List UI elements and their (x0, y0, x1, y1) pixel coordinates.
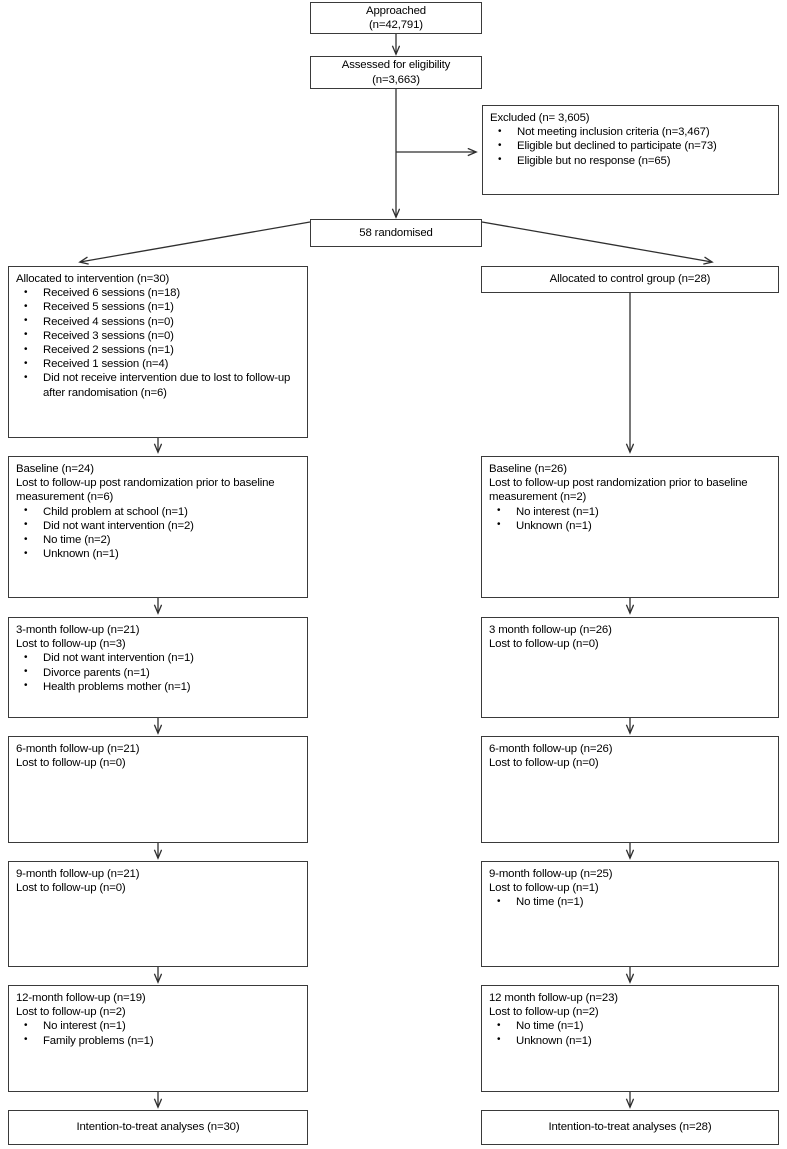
list-item: Received 6 sessions (n=18) (16, 286, 300, 300)
intervention-allocation-header: Allocated to intervention (n=30) (16, 273, 170, 285)
control-m6-header2: Lost to follow-up (n=0) (489, 757, 599, 770)
box-intervention-9-month: 9-month follow-up (n=21) Lost to follow-… (8, 861, 308, 967)
box-control-allocation: Allocated to control group (n=28) (481, 266, 779, 293)
link-randomised-to-control (481, 221, 712, 262)
control-m3-header2: Lost to follow-up (n=0) (489, 638, 599, 651)
list-item: Received 5 sessions (n=1) (16, 300, 300, 314)
control-m3-header1: 3 month follow-up (n=26) (489, 624, 612, 636)
list-item: No time (n=1) (489, 1019, 771, 1033)
box-randomised: 58 randomised (310, 219, 482, 247)
list-item: No time (n=1) (489, 895, 771, 909)
control-m9-header1: 9-month follow-up (n=25) (489, 868, 613, 880)
box-control-itt: Intention-to-treat analyses (n=28) (481, 1110, 779, 1145)
box-control-9-month: 9-month follow-up (n=25) Lost to follow-… (481, 861, 779, 967)
list-item: Child problem at school (n=1) (16, 504, 300, 519)
intervention-baseline-header1: Baseline (n=24) (16, 463, 94, 475)
list-item: Did not want intervention (n=1) (16, 651, 300, 665)
intervention-allocation-bullet-list: Received 6 sessions (n=18) Received 5 se… (16, 286, 300, 400)
box-intervention-allocation: Allocated to intervention (n=30) Receive… (8, 266, 308, 438)
control-m6-header1: 6-month follow-up (n=26) (489, 743, 613, 755)
list-item: Eligible but no response (n=65) (490, 153, 771, 168)
intervention-m12-bullet-list: No interest (n=1) Family problems (n=1) (16, 1019, 300, 1048)
intervention-m9-header2: Lost to follow-up (n=0) (16, 882, 126, 895)
intervention-m12-header2: Lost to follow-up (n=2) (16, 1006, 126, 1019)
list-item: Received 3 sessions (n=0) (16, 328, 300, 343)
approached-line2: (n=42,791) (369, 19, 423, 31)
list-item: Received 1 session (n=4) (16, 357, 300, 371)
assessed-line2: (n=3,663) (372, 73, 420, 86)
approached-line1: Approached (366, 4, 426, 17)
control-m12-header1: 12 month follow-up (n=23) (489, 992, 618, 1004)
box-assessed-for-eligibility: Assessed for eligibility (n=3,663) (310, 56, 482, 89)
box-control-baseline: Baseline (n=26) Lost to follow-up post r… (481, 456, 779, 598)
list-item: Health problems mother (n=1) (16, 679, 300, 694)
control-itt-label: Intention-to-treat analyses (n=28) (548, 1121, 712, 1134)
box-excluded: Excluded (n= 3,605) Not meeting inclusio… (482, 105, 779, 195)
link-randomised-to-intervention (80, 221, 311, 262)
intervention-itt-label: Intention-to-treat analyses (n=30) (76, 1121, 240, 1134)
list-item: No interest (n=1) (489, 504, 771, 519)
list-item: Unknown (n=1) (489, 518, 771, 533)
intervention-baseline-bullet-list: Child problem at school (n=1) Did not wa… (16, 504, 300, 562)
list-item: Eligible but declined to participate (n=… (490, 139, 771, 153)
control-m12-header2: Lost to follow-up (n=2) (489, 1006, 599, 1019)
intervention-m3-header1: 3-month follow-up (n=21) (16, 624, 140, 636)
assessed-line1: Assessed for eligibility (341, 59, 451, 72)
box-intervention-baseline: Baseline (n=24) Lost to follow-up post r… (8, 456, 308, 598)
list-item: Unknown (n=1) (16, 547, 300, 561)
intervention-m6-header1: 6-month follow-up (n=21) (16, 743, 140, 755)
intervention-m3-bullet-list: Did not want intervention (n=1) Divorce … (16, 651, 300, 694)
excluded-header: Excluded (n= 3,605) (490, 112, 590, 124)
control-m9-header2: Lost to follow-up (n=1) (489, 882, 599, 895)
box-intervention-itt: Intention-to-treat analyses (n=30) (8, 1110, 308, 1145)
list-item: Family problems (n=1) (16, 1033, 300, 1048)
excluded-bullet-list: Not meeting inclusion criteria (n=3,467)… (490, 125, 771, 168)
control-baseline-bullet-list: No interest (n=1) Unknown (n=1) (489, 504, 771, 533)
control-m9-bullet-list: No time (n=1) (489, 895, 771, 909)
intervention-m3-header2: Lost to follow-up (n=3) (16, 638, 126, 651)
list-item: Unknown (n=1) (489, 1033, 771, 1048)
list-item: Received 2 sessions (n=1) (16, 343, 300, 357)
list-item: No time (n=2) (16, 533, 300, 547)
intervention-m6-header2: Lost to follow-up (n=0) (16, 757, 126, 770)
control-allocation-header: Allocated to control group (n=28) (549, 273, 711, 286)
list-item: Did not receive intervention due to lost… (16, 371, 300, 399)
list-item: Received 4 sessions (n=0) (16, 314, 300, 329)
box-intervention-12-month: 12-month follow-up (n=19) Lost to follow… (8, 985, 308, 1092)
box-control-12-month: 12 month follow-up (n=23) Lost to follow… (481, 985, 779, 1092)
box-control-6-month: 6-month follow-up (n=26) Lost to follow-… (481, 736, 779, 843)
intervention-m12-header1: 12-month follow-up (n=19) (16, 992, 146, 1004)
control-baseline-header1: Baseline (n=26) (489, 463, 567, 475)
box-approached: Approached (n=42,791) (310, 2, 482, 34)
box-intervention-3-month: 3-month follow-up (n=21) Lost to follow-… (8, 617, 308, 718)
box-intervention-6-month: 6-month follow-up (n=21) Lost to follow-… (8, 736, 308, 843)
list-item: Did not want intervention (n=2) (16, 518, 300, 533)
intervention-m9-header1: 9-month follow-up (n=21) (16, 868, 140, 880)
intervention-baseline-header2: Lost to follow-up post randomization pri… (16, 477, 275, 504)
randomised-label: 58 randomised (359, 226, 433, 239)
list-item: Not meeting inclusion criteria (n=3,467) (490, 125, 771, 139)
list-item: Divorce parents (n=1) (16, 665, 300, 680)
control-baseline-header2: Lost to follow-up post randomization pri… (489, 477, 748, 504)
box-control-3-month: 3 month follow-up (n=26) Lost to follow-… (481, 617, 779, 718)
control-m12-bullet-list: No time (n=1) Unknown (n=1) (489, 1019, 771, 1048)
list-item: No interest (n=1) (16, 1019, 300, 1033)
